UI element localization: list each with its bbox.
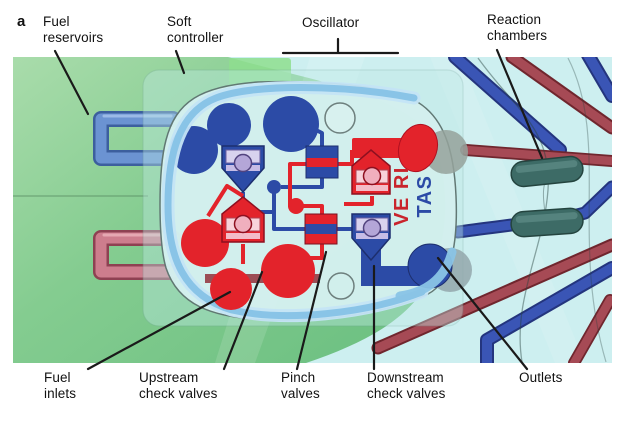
label-line: controller: [167, 30, 224, 45]
label-line: Fuel: [44, 370, 71, 385]
label-line: inlets: [44, 386, 77, 401]
leader-reaction-chambers: [495, 48, 544, 160]
pinch-valve-lower: [304, 213, 338, 245]
panel-label: a: [17, 13, 26, 30]
body-outline-curve: [567, 57, 607, 363]
label-oscillator: Oscillator: [302, 15, 359, 31]
leader-fuel-reservoirs: [53, 49, 90, 116]
label-line: Oscillator: [302, 15, 360, 30]
pinch-valve-upper: [305, 145, 339, 179]
label-line: reservoirs: [43, 30, 104, 45]
leader-upstream-check-valves: [222, 270, 264, 371]
body-outline-curve: [477, 57, 549, 363]
label-line: Downstream: [367, 370, 444, 385]
label-line: valves: [281, 386, 320, 401]
label-upstream-check-valves: Upstream check valves: [139, 370, 217, 402]
downstream-check-valve-blue: [351, 213, 391, 262]
vent-circle-outline: [324, 102, 356, 134]
upstream-check-valve-red: [221, 196, 265, 243]
red-node: [288, 198, 304, 214]
oscillator-reservoir-red: [261, 244, 315, 298]
reaction-chamber-capsule: [510, 207, 584, 238]
plate-rim-inner: [164, 84, 426, 320]
label-line: Outlets: [519, 370, 563, 385]
leader-outlets: [436, 256, 529, 371]
blue-feed-channel: [361, 248, 423, 286]
label-line: Fuel: [43, 14, 70, 29]
label-line: Upstream: [139, 370, 199, 385]
specular-streak: [430, 57, 585, 363]
leader-pinch-valves: [295, 250, 328, 371]
upstream-check-valve-blue: [221, 145, 265, 194]
fuel-reservoir-blue: [93, 111, 181, 166]
label-line: chambers: [487, 28, 548, 43]
label-reaction-chambers: Reaction chambers: [487, 12, 547, 44]
blue-node: [267, 180, 281, 194]
label-line: check valves: [139, 386, 218, 401]
label-soft-controller: Soft controller: [167, 14, 224, 46]
leader-soft-controller: [174, 49, 186, 75]
downstream-check-valve-red: [351, 149, 391, 195]
leader-lines: [53, 37, 544, 371]
label-downstream-check-valves: Downstream check valves: [367, 370, 445, 402]
label-fuel-reservoirs: Fuel reservoirs: [43, 14, 103, 46]
label-line: check valves: [367, 386, 446, 401]
fuel-inlet-red: [210, 268, 252, 310]
oscillator-reservoir-blue: [207, 103, 251, 147]
label-line: Pinch: [281, 370, 316, 385]
vent-circle-outline: [327, 272, 355, 300]
oscillator-reservoir-red: [181, 219, 229, 267]
label-line: Reaction: [487, 12, 542, 27]
rim-arc-over-outlet: [395, 247, 457, 301]
veritas-text-red: VE RI: [391, 166, 413, 226]
oscillator-bracket: [281, 37, 400, 55]
red-feed-channel: [352, 138, 404, 158]
leader-fuel-inlets: [86, 290, 232, 371]
reaction-chamber-capsule: [510, 155, 584, 188]
oscillator-reservoir-blue: [263, 96, 319, 152]
green-block: [229, 58, 291, 86]
label-outlets: Outlets: [519, 370, 562, 386]
veritas-text-blue: TAS: [414, 174, 436, 217]
red-chamber-blob: [397, 123, 439, 173]
fuel-reservoir-red: [93, 230, 181, 280]
label-line: Soft: [167, 14, 192, 29]
label-fuel-inlets: Fuel inlets: [44, 370, 76, 402]
label-pinch-valves: Pinch valves: [281, 370, 320, 402]
